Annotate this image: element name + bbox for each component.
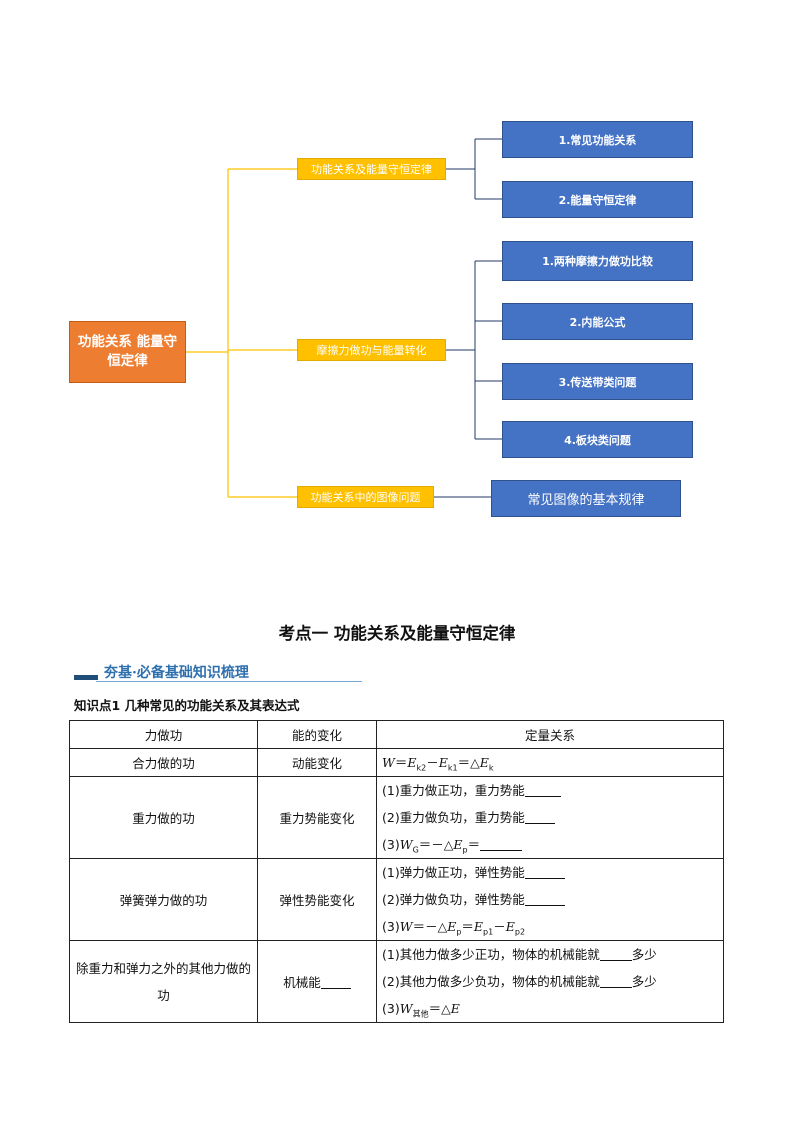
mindmap-leaf-internal-energy: 2.内能公式 bbox=[502, 303, 693, 340]
mindmap-root: 功能关系 能量守恒定律 bbox=[69, 321, 186, 383]
other-line-1: (1)其他力做多少正功，物体的机械能就 bbox=[382, 947, 600, 962]
banner-bar bbox=[74, 675, 98, 680]
table-row: 弹簧弹力做的功 弹性势能变化 (1)弹力做正功，弹性势能 (2)弹力做负功，弹性… bbox=[69, 858, 724, 941]
header-quantitative: 定量关系 bbox=[376, 720, 724, 749]
section-title: 考点一 功能关系及能量守恒定律 bbox=[278, 624, 516, 643]
header-force-work: 力做功 bbox=[69, 720, 258, 749]
cell-energy: 重力势能变化 bbox=[257, 776, 377, 859]
other-line-3: (3)W其他＝△E bbox=[382, 1001, 460, 1019]
mindmap-branch-energy-conservation: 功能关系及能量守恒定律 bbox=[297, 158, 446, 180]
fill-blank bbox=[320, 974, 351, 989]
spring-line-2: (2)弹力做负功，弹性势能 bbox=[382, 892, 525, 907]
cell-force: 合力做的功 bbox=[69, 748, 258, 777]
other-line-1-tail: 多少 bbox=[631, 947, 657, 962]
cell-energy: 动能变化 bbox=[257, 748, 377, 777]
cell-formula: W＝Ek2－Ek1＝△Ek bbox=[376, 748, 724, 777]
cell-energy: 弹性势能变化 bbox=[257, 858, 377, 941]
mindmap-branch-graph-problems: 功能关系中的图像问题 bbox=[297, 486, 434, 508]
mindmap-branch-friction-work: 摩擦力做功与能量转化 bbox=[297, 339, 446, 361]
mindmap-leaf-energy-conservation: 2.能量守恒定律 bbox=[502, 181, 693, 218]
cell-formula: (1)弹力做正功，弹性势能 (2)弹力做负功，弹性势能 (3)W＝－△Ep＝Ep… bbox=[376, 858, 724, 941]
fill-blank bbox=[524, 864, 565, 879]
fill-blank bbox=[524, 782, 561, 797]
cell-energy: 机械能 bbox=[257, 940, 377, 1023]
cell-formula: (1)其他力做多少正功，物体的机械能就多少 (2)其他力做多少负功，物体的机械能… bbox=[376, 940, 724, 1023]
mindmap-leaf-friction-comparison: 1.两种摩擦力做功比较 bbox=[502, 241, 693, 281]
gravity-line-3: (3)WG＝－△Ep＝ bbox=[382, 831, 718, 858]
other-line-2: (2)其他力做多少负功，物体的机械能就 bbox=[382, 974, 600, 989]
cell-force: 弹簧弹力做的功 bbox=[69, 858, 258, 941]
table-row: 除重力和弹力之外的其他力做的功 机械能 (1)其他力做多少正功，物体的机械能就多… bbox=[69, 940, 724, 1023]
gravity-line-1: (1)重力做正功，重力势能 bbox=[382, 783, 525, 798]
mindmap-leaf-board-block: 4.板块类问题 bbox=[502, 421, 693, 458]
fill-blank bbox=[599, 946, 632, 961]
table-row: 合力做的功 动能变化 W＝Ek2－Ek1＝△Ek bbox=[69, 748, 724, 777]
fill-blank bbox=[599, 973, 632, 988]
spring-line-3: (3)W＝－△Ep＝Ep1－Ep2 bbox=[382, 919, 526, 937]
formula-kinetic: W＝Ek2－Ek1＝△Ek bbox=[382, 755, 494, 773]
other-line-2-tail: 多少 bbox=[631, 974, 657, 989]
fill-blank bbox=[480, 836, 523, 851]
banner-underline bbox=[96, 681, 362, 682]
mindmap-leaf-common-relations: 1.常见功能关系 bbox=[502, 121, 693, 158]
mindmap-leaf-conveyor: 3.传送带类问题 bbox=[502, 363, 693, 400]
mechanical-energy-label: 机械能 bbox=[283, 975, 321, 990]
fill-blank bbox=[524, 891, 565, 906]
fill-blank bbox=[524, 809, 555, 824]
table-header-row: 力做功 能的变化 定量关系 bbox=[69, 720, 724, 749]
cell-force: 除重力和弹力之外的其他力做的功 bbox=[69, 940, 258, 1023]
cell-formula: (1)重力做正功，重力势能 (2)重力做负功，重力势能 (3)WG＝－△Ep＝ bbox=[376, 776, 724, 859]
gravity-line-2: (2)重力做负功，重力势能 bbox=[382, 810, 525, 825]
knowledge-point-title: 知识点1 几种常见的功能关系及其表达式 bbox=[74, 698, 300, 713]
mindmap-leaf-graph-rules: 常见图像的基本规律 bbox=[491, 480, 681, 517]
energy-relations-table: 力做功 能的变化 定量关系 合力做的功 动能变化 W＝Ek2－Ek1＝△Ek 重… bbox=[69, 720, 724, 1023]
cell-force: 重力做的功 bbox=[69, 776, 258, 859]
banner-title: 夯基·必备基础知识梳理 bbox=[104, 665, 249, 681]
spring-line-1: (1)弹力做正功，弹性势能 bbox=[382, 865, 525, 880]
table-row: 重力做的功 重力势能变化 (1)重力做正功，重力势能 (2)重力做负功，重力势能… bbox=[69, 776, 724, 859]
header-energy-change: 能的变化 bbox=[257, 720, 377, 749]
mindmap-connectors bbox=[186, 138, 502, 498]
